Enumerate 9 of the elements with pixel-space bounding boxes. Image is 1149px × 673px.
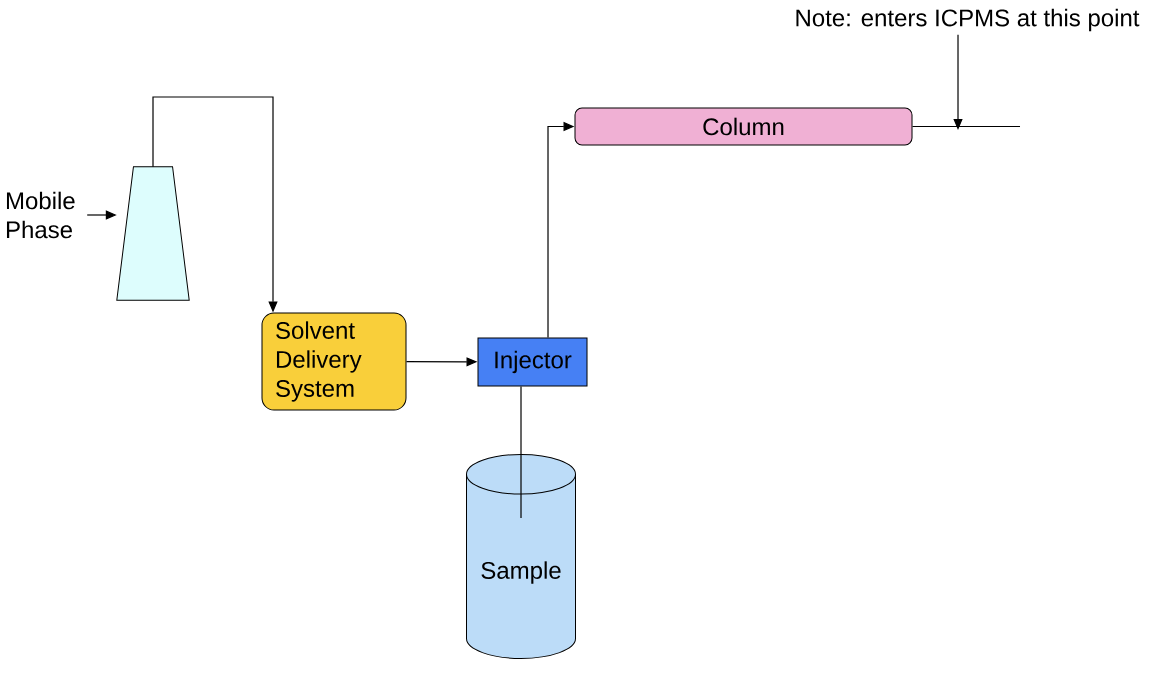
sample-cylinder: Sample bbox=[466, 453, 576, 659]
connector-line bbox=[520, 385, 522, 519]
text-label: Mobile Phase bbox=[7, 191, 75, 239]
process-box: Injector bbox=[477, 337, 588, 387]
column-box: Column bbox=[574, 107, 913, 146]
note-text: Note: enters ICPMS at this point bbox=[796, 8, 1140, 32]
reservoir-trapezoid bbox=[116, 166, 190, 301]
connector-line bbox=[911, 125, 1021, 128]
process-box: Solvent Delivery System bbox=[261, 312, 407, 411]
